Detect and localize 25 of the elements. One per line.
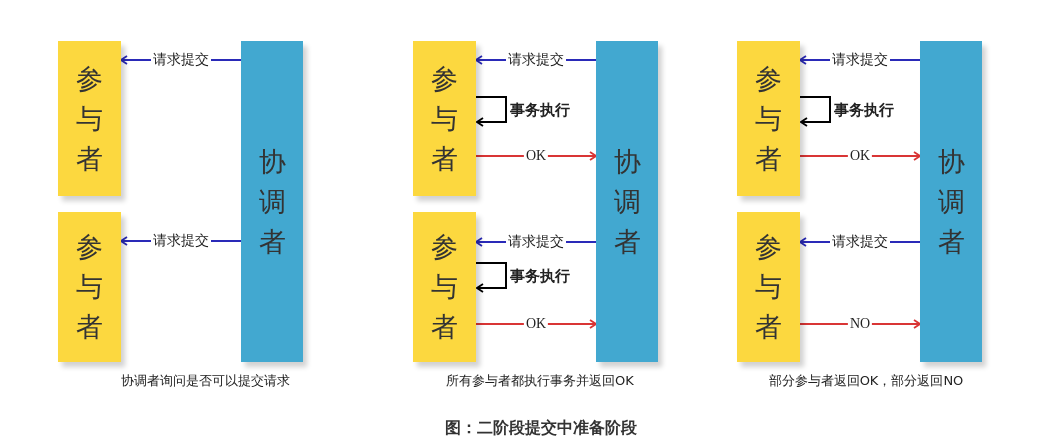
figure-caption: 图：二阶段提交中准备阶段 (445, 417, 637, 439)
coordinator-box: 协调者 (920, 41, 982, 362)
loop-arrow (475, 262, 507, 293)
edge-label: 事务执行 (510, 100, 570, 119)
participant-box: 参与者 (413, 41, 476, 196)
edge-label: 请求提交 (151, 233, 211, 249)
participant-box: 参与者 (737, 212, 800, 362)
panel-caption: 协调者询问是否可以提交请求 (120, 372, 290, 390)
participant-box: 参与者 (737, 41, 800, 196)
participant-box: 参与者 (58, 212, 121, 362)
edge-label: 请求提交 (830, 234, 890, 250)
edge-label: 请求提交 (830, 52, 890, 68)
participant-box: 参与者 (413, 212, 476, 362)
edge-label: 请求提交 (151, 52, 211, 68)
edge-label: 请求提交 (506, 52, 566, 68)
participant-box: 参与者 (58, 41, 121, 196)
loop-arrow (799, 96, 831, 127)
panel-caption: 所有参与者都执行事务并返回OK (446, 372, 634, 390)
edge-label: 事务执行 (510, 266, 570, 285)
coordinator-box: 协调者 (241, 41, 303, 362)
panel-caption: 部分参与者返回OK，部分返回NO (768, 372, 964, 390)
loop-arrow (475, 96, 507, 127)
coordinator-box: 协调者 (596, 41, 658, 362)
edge-label: 请求提交 (506, 234, 566, 250)
edge-label: 事务执行 (834, 100, 894, 119)
